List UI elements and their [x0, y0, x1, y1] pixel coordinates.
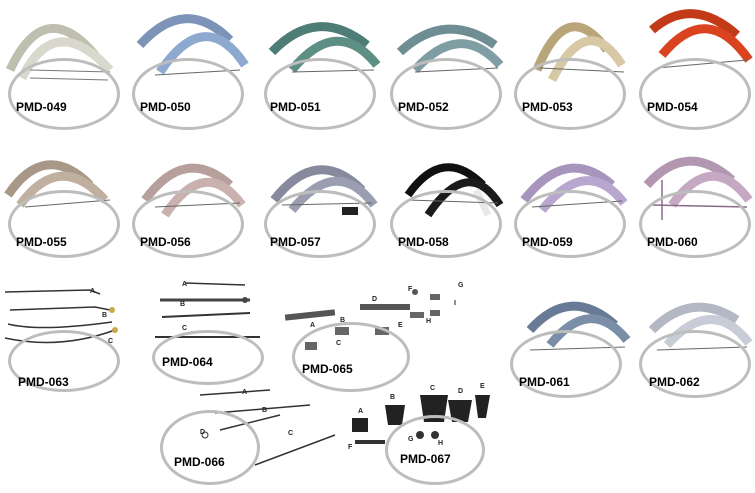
product-pmd-051[interactable]: PMD-051	[262, 0, 387, 135]
callout-ring	[8, 58, 120, 130]
product-code: PMD-067	[400, 452, 451, 466]
product-pmd-060[interactable]: PMD-060	[637, 145, 755, 260]
product-code: PMD-057	[270, 235, 321, 249]
callout-ring	[390, 58, 502, 130]
part-label: E	[398, 322, 403, 329]
product-code: PMD-049	[16, 100, 67, 114]
product-pmd-065[interactable]: A B C D E F G H I PMD-065	[280, 282, 470, 392]
product-pmd-056[interactable]: PMD-056	[130, 145, 255, 260]
callout-ring	[385, 415, 485, 485]
callout-ring	[510, 330, 622, 398]
product-code: PMD-066	[174, 455, 225, 469]
product-code: PMD-051	[270, 100, 321, 114]
part-label: C	[288, 430, 294, 437]
callout-ring	[514, 58, 626, 130]
product-code: PMD-065	[302, 362, 353, 376]
callout-ring	[132, 58, 244, 130]
part-label: E	[480, 383, 485, 390]
part-label: G	[458, 282, 464, 289]
product-code: PMD-054	[647, 100, 698, 114]
product-pmd-067[interactable]: A B C D E F G H PMD-067	[340, 380, 490, 490]
part-label: B	[340, 317, 346, 324]
callout-ring	[390, 190, 502, 258]
product-code: PMD-062	[649, 375, 700, 389]
part-label: D	[372, 296, 378, 303]
product-code: PMD-059	[522, 235, 573, 249]
part-label: B	[390, 394, 396, 401]
part-label: B	[262, 407, 268, 414]
part-label: C	[108, 338, 114, 345]
product-code: PMD-060	[647, 235, 698, 249]
callout-ring	[132, 190, 244, 258]
product-pmd-061[interactable]: PMD-061	[505, 285, 635, 400]
part-label: F	[408, 286, 413, 293]
callout-ring	[292, 322, 410, 392]
part-label: C	[430, 385, 436, 392]
part-label: B	[102, 312, 108, 319]
part-label: B	[180, 301, 186, 308]
product-pmd-050[interactable]: PMD-050	[130, 0, 255, 135]
product-code: PMD-056	[140, 235, 191, 249]
product-pmd-058[interactable]: PMD-058	[388, 145, 513, 260]
product-pmd-054[interactable]: PMD-054	[637, 0, 755, 135]
callout-ring	[8, 330, 120, 392]
part-label: H	[426, 318, 432, 325]
callout-ring	[639, 58, 751, 130]
part-label: A	[182, 281, 188, 288]
product-code: PMD-053	[522, 100, 573, 114]
product-pmd-057[interactable]: PMD-057	[262, 145, 387, 260]
callout-ring	[639, 330, 751, 398]
product-pmd-055[interactable]: PMD-055	[0, 145, 125, 260]
callout-ring	[8, 190, 120, 258]
product-code: PMD-050	[140, 100, 191, 114]
part-label: A	[358, 408, 364, 415]
product-pmd-059[interactable]: PMD-059	[512, 145, 637, 260]
product-code: PMD-061	[519, 375, 570, 389]
product-code: PMD-058	[398, 235, 449, 249]
part-label: C	[182, 325, 188, 332]
product-pmd-066[interactable]: A B D C PMD-066	[160, 385, 340, 485]
part-label: A	[90, 288, 96, 295]
callout-ring	[264, 58, 376, 130]
callout-ring	[160, 410, 260, 485]
callout-ring	[152, 330, 264, 385]
part-label: D	[458, 388, 464, 395]
product-code: PMD-064	[162, 355, 213, 369]
product-code: PMD-052	[398, 100, 449, 114]
product-pmd-052[interactable]: PMD-052	[390, 0, 515, 135]
callout-ring	[639, 190, 751, 258]
part-label: A	[242, 389, 248, 396]
product-pmd-053[interactable]: PMD-053	[512, 0, 637, 135]
product-pmd-062[interactable]: PMD-062	[637, 285, 755, 400]
part-label: A	[310, 322, 316, 329]
product-code: PMD-055	[16, 235, 67, 249]
callout-ring	[264, 190, 376, 258]
product-code: PMD-063	[18, 375, 69, 389]
product-pmd-049[interactable]: PMD-049	[0, 0, 125, 135]
product-pmd-064[interactable]: A B C PMD-064	[150, 275, 270, 385]
part-label: I	[454, 300, 456, 307]
callout-ring	[514, 190, 626, 258]
product-pmd-063[interactable]: A B C PMD-063	[0, 280, 130, 392]
part-label: F	[348, 444, 353, 451]
